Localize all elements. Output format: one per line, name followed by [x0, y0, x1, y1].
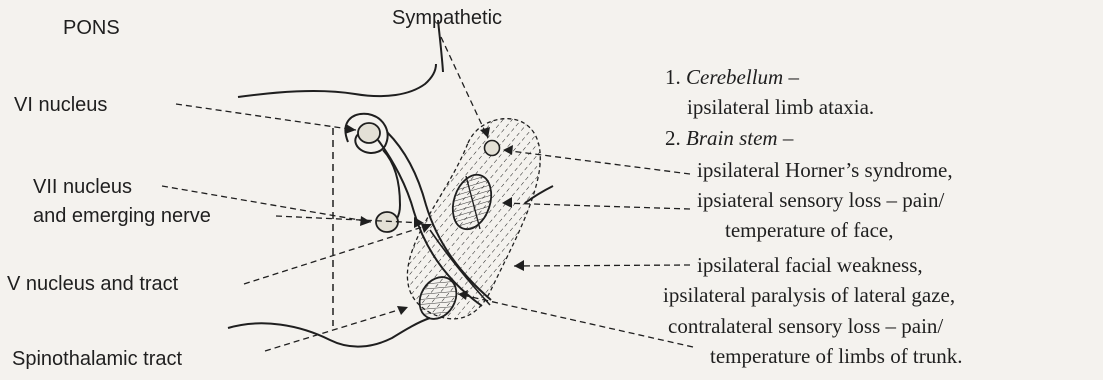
vii-nucleus-label: VII nucleus — [33, 176, 132, 198]
finding-line: ipsilateral paralysis of lateral gaze, — [663, 283, 955, 307]
finding-1-title: Cerebellum — [686, 65, 783, 89]
spinothalamic-label: Spinothalamic tract — [12, 348, 182, 370]
finding-line: ipsilateral facial weakness, — [697, 253, 923, 277]
finding-1-heading: 1. Cerebellum – — [665, 65, 799, 89]
finding-1-text: ipsilateral limb ataxia. — [687, 95, 874, 119]
finding-line: ipsiateral sensory loss – pain/ — [697, 188, 944, 212]
emerging-nerve-label: and emerging nerve — [33, 205, 211, 227]
sympathetic-tract — [485, 141, 500, 156]
pons-title: PONS — [63, 17, 120, 39]
finding-2-title: Brain stem — [686, 126, 778, 150]
finding-2-dash: – — [778, 126, 794, 150]
finding-1-number: 1. — [665, 65, 681, 89]
finding-line: temperature of limbs of trunk. — [710, 344, 963, 368]
finding-line: temperature of face, — [725, 218, 893, 242]
v-nucleus-label: V nucleus and tract — [7, 273, 178, 295]
finding-2-heading: 2. Brain stem – — [665, 126, 793, 150]
vi-nucleus-label: VI nucleus — [14, 94, 107, 116]
finding-line: ipsilateral Horner’s syndrome, — [697, 158, 953, 182]
vi-nucleus — [345, 114, 387, 153]
finding-1-dash: – — [783, 65, 799, 89]
finding-line: contralateral sensory loss – pain/ — [668, 314, 943, 338]
sympathetic-label: Sympathetic — [392, 7, 502, 29]
finding-2-number: 2. — [665, 126, 681, 150]
